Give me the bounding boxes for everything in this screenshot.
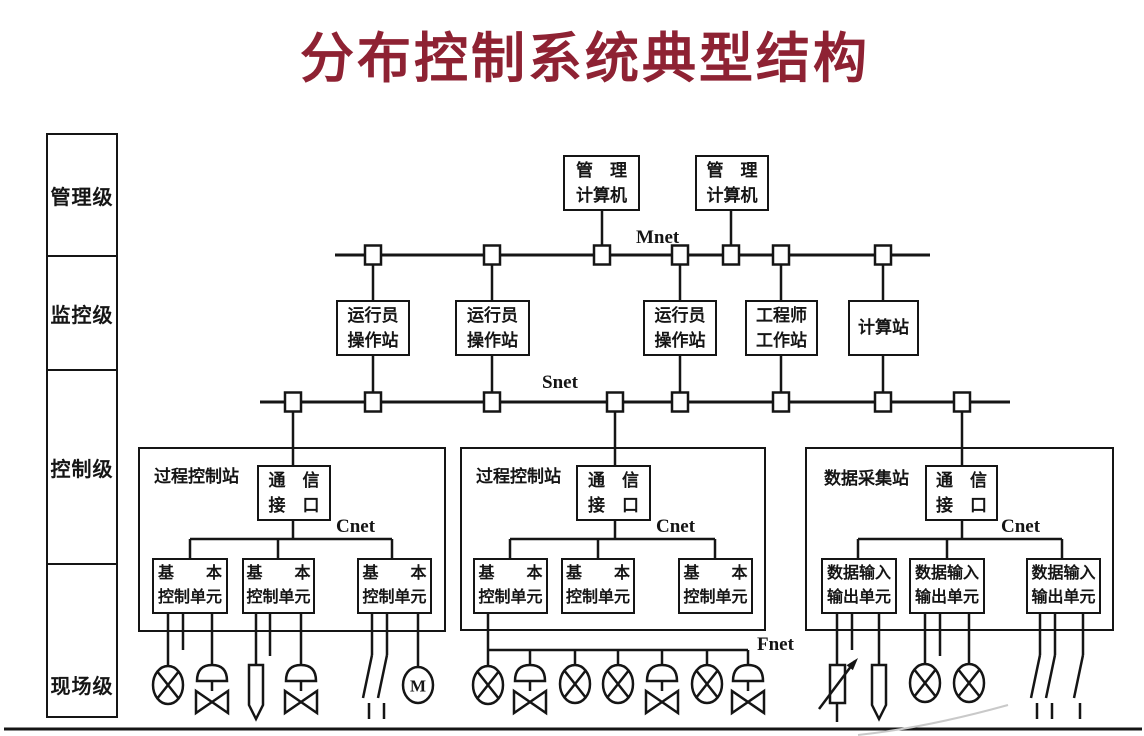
sensor-icon — [471, 664, 505, 706]
bus-tap-squares — [283, 244, 972, 413]
snet-tap — [363, 391, 383, 413]
basic-control-unit-1-3: 基 本控制单元 — [357, 558, 432, 614]
station-name-2: 过程控制站 — [476, 467, 561, 486]
operator-station-box-2: 运行员操作站 — [455, 300, 530, 356]
process-control-station-2 — [460, 447, 766, 631]
bus-and-drop-lines — [4, 210, 1142, 736]
fnet-label: Fnet — [757, 634, 794, 655]
field-device-symbols: M — [151, 611, 1085, 722]
comm-interface-box-2: 通 信接 口 — [576, 465, 651, 521]
level-cell-supervisory: 监控级 — [48, 257, 116, 371]
snet-tap — [771, 391, 791, 413]
sensor-icon — [908, 662, 942, 704]
scan-artifact — [857, 704, 1009, 736]
data-acquisition-station — [805, 447, 1114, 631]
data-io-unit-3: 数据输入输出单元 — [1026, 558, 1101, 614]
control-valve-icon — [283, 663, 319, 715]
level-label-control: 控制级 — [50, 458, 114, 481]
page-title: 分布控制系统典型结构 — [300, 29, 870, 89]
mnet-tap — [771, 244, 791, 266]
motor-icon — [401, 665, 435, 705]
probe-icon — [870, 663, 888, 721]
control-valve-icon — [644, 663, 680, 715]
mnet-tap — [363, 244, 383, 266]
snet-tap — [283, 391, 303, 413]
snet-tap — [670, 391, 690, 413]
mnet-tap — [873, 244, 893, 266]
level-column: 管理级 监控级 控制级 现场级 — [46, 133, 118, 718]
motor-label: M — [410, 677, 426, 696]
comm-interface-box-1: 通 信接 口 — [257, 465, 331, 521]
basic-control-unit-1-2: 基 本控制单元 — [242, 558, 315, 614]
sensor-icon — [558, 663, 592, 705]
snet-tap — [873, 391, 893, 413]
snet-tap — [482, 391, 502, 413]
mnet-tap — [721, 244, 741, 266]
transmitter-icon — [818, 658, 858, 722]
snet-tap — [605, 391, 625, 413]
control-valve-icon — [512, 663, 548, 715]
snet-label: Snet — [542, 372, 578, 393]
engineer-station-box: 工程师工作站 — [745, 300, 818, 356]
operator-station-box-1: 运行员操作站 — [336, 300, 410, 356]
station-name-1: 过程控制站 — [154, 467, 239, 486]
basic-control-unit-2-3: 基 本控制单元 — [678, 558, 753, 614]
control-valve-icon — [730, 663, 766, 715]
station-name-3: 数据采集站 — [824, 469, 909, 488]
management-computer-box-2: 管 理计算机 — [695, 155, 769, 211]
probe-icon — [247, 663, 265, 721]
computing-station-box: 计算站 — [848, 300, 919, 356]
sensor-icon — [151, 664, 185, 706]
data-io-unit-1: 数据输入输出单元 — [821, 558, 897, 614]
sensor-icon — [952, 662, 986, 704]
cnet-label-3: Cnet — [1001, 516, 1041, 537]
operator-station-box-3: 运行员操作站 — [643, 300, 717, 356]
cnet-label-2: Cnet — [656, 516, 696, 537]
level-label-management: 管理级 — [50, 186, 114, 209]
snet-tap — [952, 391, 972, 413]
sensor-icon — [601, 663, 635, 705]
data-io-unit-2: 数据输入输出单元 — [909, 558, 985, 614]
process-control-station-1 — [138, 447, 446, 632]
basic-control-unit-2-2: 基 本控制单元 — [561, 558, 635, 614]
level-cell-control: 控制级 — [48, 371, 116, 565]
basic-control-unit-1-1: 基 本控制单元 — [152, 558, 228, 614]
cnet-label-1: Cnet — [336, 516, 376, 537]
management-computer-box-1: 管 理计算机 — [563, 155, 640, 211]
level-cell-management: 管理级 — [48, 135, 116, 257]
sensor-icon — [690, 663, 724, 705]
comm-interface-box-3: 通 信接 口 — [925, 465, 998, 521]
level-cell-field: 现场级 — [48, 565, 116, 715]
mnet-label: Mnet — [636, 227, 680, 248]
level-label-field: 现场级 — [50, 676, 114, 698]
level-label-supervisory: 监控级 — [50, 304, 114, 327]
control-valve-icon — [194, 663, 230, 715]
mnet-tap — [482, 244, 502, 266]
mnet-tap — [670, 244, 690, 266]
basic-control-unit-2-1: 基 本控制单元 — [473, 558, 548, 614]
mnet-tap — [592, 244, 612, 266]
